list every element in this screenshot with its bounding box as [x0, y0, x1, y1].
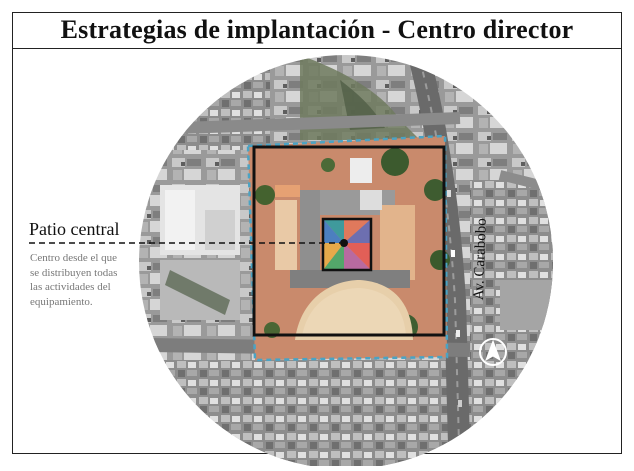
- north-arrow-icon: [479, 338, 507, 366]
- implantation-frame: [252, 145, 446, 337]
- central-courtyard: [321, 217, 373, 272]
- patio-description: Centro desde el que se distribuyen todas…: [30, 251, 170, 309]
- description-line: las actividades del: [30, 281, 111, 293]
- center-point-icon: [340, 239, 348, 247]
- description-line: se distribuyen todas: [30, 266, 118, 279]
- description-line: Centro desde el que: [30, 252, 118, 264]
- street-label: Av. Carabobo: [471, 217, 490, 301]
- site-boundary: [246, 134, 449, 362]
- patio-central-label: Patio central: [29, 219, 120, 239]
- description-line: equipamiento.: [30, 295, 93, 308]
- project-site: [248, 136, 450, 360]
- title-bar: Estrategias de implantación - Centro dir…: [12, 12, 622, 49]
- figure-title: Estrategias de implantación - Centro dir…: [60, 15, 574, 44]
